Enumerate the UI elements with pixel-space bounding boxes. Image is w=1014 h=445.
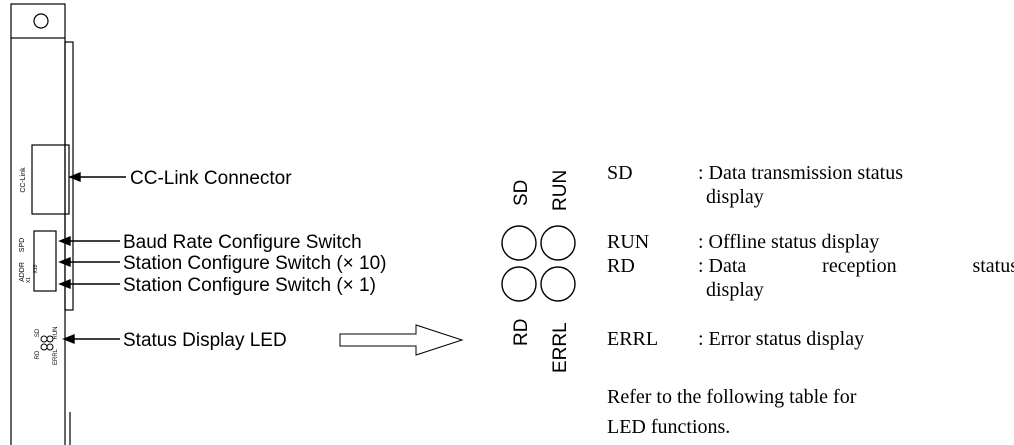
note-line-2: LED functions. — [607, 416, 731, 438]
callout-arrows — [58, 171, 126, 345]
module-led-sd: SD — [35, 328, 41, 337]
module-led-run: RUN — [53, 327, 59, 340]
legend-sd: SD : Data transmission status display — [607, 161, 1007, 209]
legend-errl: ERRL : Error status display — [607, 327, 1007, 351]
legend-key: SD — [607, 162, 633, 184]
callout-baud: Baud Rate Configure Switch — [123, 232, 362, 253]
legend-text-continued: display — [706, 279, 764, 301]
legend-key: ERRL — [607, 328, 659, 350]
legend-word: reception — [822, 255, 897, 277]
legend-rd: RD : Data reception status display — [607, 254, 1014, 302]
mount-hole — [33, 13, 49, 29]
led-panel-rd-label: RD — [511, 319, 532, 346]
led-panel-sd-label: SD — [511, 180, 532, 206]
legend-word: status — [972, 255, 1014, 277]
led-rd — [501, 266, 537, 302]
switch-block — [33, 230, 57, 292]
callout-connector: CC-Link Connector — [130, 168, 292, 189]
module-led-errl: ERRL — [53, 348, 59, 365]
addr-x10-label: X10 — [33, 264, 39, 273]
cc-link-connector — [31, 144, 70, 215]
module-leds — [40, 335, 54, 351]
addr-panel-label: ADDR — [19, 262, 26, 282]
led-panel — [501, 225, 576, 302]
led-panel-errl-label: ERRL — [550, 322, 571, 373]
led-run — [540, 225, 576, 261]
legend-text: : Offline status display — [698, 231, 880, 253]
legend-text: : Data transmission status — [698, 162, 903, 184]
legend-key: RUN — [607, 231, 650, 253]
block-arrow — [339, 324, 464, 356]
legend-key: RD — [607, 255, 635, 277]
connector-panel-label: CC-Link — [20, 167, 27, 193]
spd-panel-label: SPD — [19, 238, 26, 252]
legend-run: RUN : Offline status display — [607, 230, 1007, 254]
legend-word: : Data — [698, 255, 747, 277]
note: Refer to the following table for LED fun… — [607, 382, 856, 442]
note-line-1: Refer to the following table for — [607, 386, 857, 408]
led-errl — [540, 266, 576, 302]
callout-status-led: Status Display LED — [123, 330, 287, 351]
module-led-rd: RD — [35, 350, 41, 359]
callout-station-x1: Station Configure Switch (× 1) — [123, 275, 376, 296]
addr-x1-label: X1 — [26, 277, 32, 283]
led-sd — [501, 225, 537, 261]
led-panel-run-label: RUN — [550, 170, 571, 211]
callout-station-x10: Station Configure Switch (× 10) — [123, 253, 387, 274]
legend-text: : Error status display — [698, 328, 865, 350]
legend-text-continued: display — [706, 186, 764, 208]
module-panel — [10, 3, 74, 445]
